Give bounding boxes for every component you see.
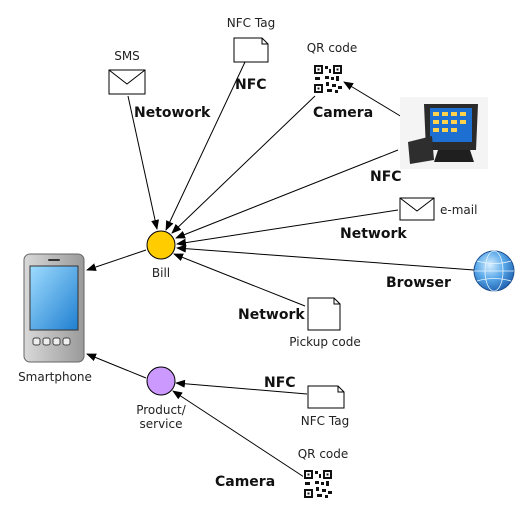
globe-icon — [473, 250, 515, 292]
edge-label-nfc-product: NFC — [264, 375, 296, 391]
edge-nfc-tag-to-product — [175, 379, 308, 395]
product-node — [146, 366, 176, 396]
qr-top-label: QR code — [307, 41, 358, 55]
edge-label-pickup-bill: Network — [238, 307, 305, 323]
edge-sms-to-bill — [127, 95, 159, 230]
smartphone-label: Smartphone — [18, 370, 92, 384]
qr-code-icon — [303, 469, 333, 499]
edge-qr-to-product — [172, 390, 305, 478]
edge-nfc-tag-to-bill — [165, 61, 246, 231]
edge-label-sms-bill: Netowork — [134, 105, 211, 121]
edge-pos-to-qr — [343, 81, 403, 118]
document-icon — [307, 385, 345, 409]
edge-label-browser-bill: Browser — [386, 275, 451, 291]
document-icon — [307, 297, 341, 331]
email-label: e-mail — [440, 203, 477, 217]
nfc-tag-top-label: NFC Tag — [227, 16, 275, 30]
nfc-tag-bottom-label: NFC Tag — [301, 414, 349, 428]
edge-label-camera-product: Camera — [215, 474, 275, 490]
edge-email-to-bill — [176, 209, 399, 247]
product-label-line1: Product/ — [136, 403, 187, 417]
product-label-line2: service — [140, 417, 183, 431]
document-icon — [233, 37, 269, 63]
bill-node — [146, 230, 176, 260]
qr-bottom-label: QR code — [298, 447, 349, 461]
edge-qr-to-bill — [171, 95, 316, 234]
bill-label: Bill — [152, 266, 170, 280]
smartphone-icon — [23, 253, 85, 363]
edge-pos-to-bill — [175, 149, 399, 239]
envelope-icon — [399, 197, 435, 221]
sms-label: SMS — [114, 49, 140, 63]
edge-label-email-bill: Network — [340, 226, 407, 242]
pickup-label: Pickup code — [289, 335, 360, 349]
edge-product-to-smartphone — [86, 353, 147, 379]
edge-bill-to-smartphone — [86, 249, 147, 271]
qr-code-icon — [313, 64, 343, 94]
edge-pickup-to-bill — [173, 253, 306, 307]
edge-label-camera-bill: Camera — [313, 105, 373, 121]
edge-browser-to-bill — [176, 244, 475, 271]
envelope-icon — [108, 69, 146, 95]
edge-label-nfc-bill: NFC — [235, 77, 267, 93]
edge-label-pos-bill: NFC — [370, 169, 402, 185]
edges — [86, 61, 475, 478]
pos-terminal-icon — [400, 97, 488, 169]
